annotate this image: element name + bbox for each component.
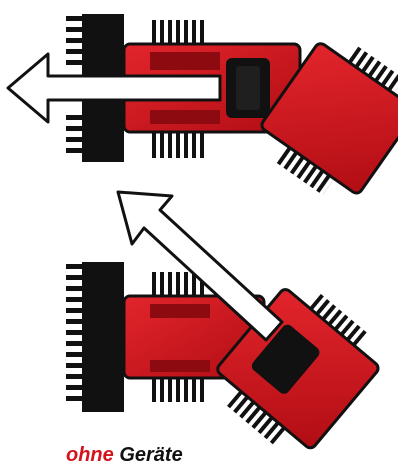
arrow-left-icon [6,52,222,124]
caption: ohne Geräte [66,443,183,467]
caption-rest: Geräte [119,444,183,466]
implement-icon [66,262,124,412]
tractor-icon [122,20,398,196]
arrow-up-left-icon [116,190,284,342]
top-group [6,14,398,196]
bottom-group [66,190,380,450]
caption-emphasis: ohne [66,444,114,466]
